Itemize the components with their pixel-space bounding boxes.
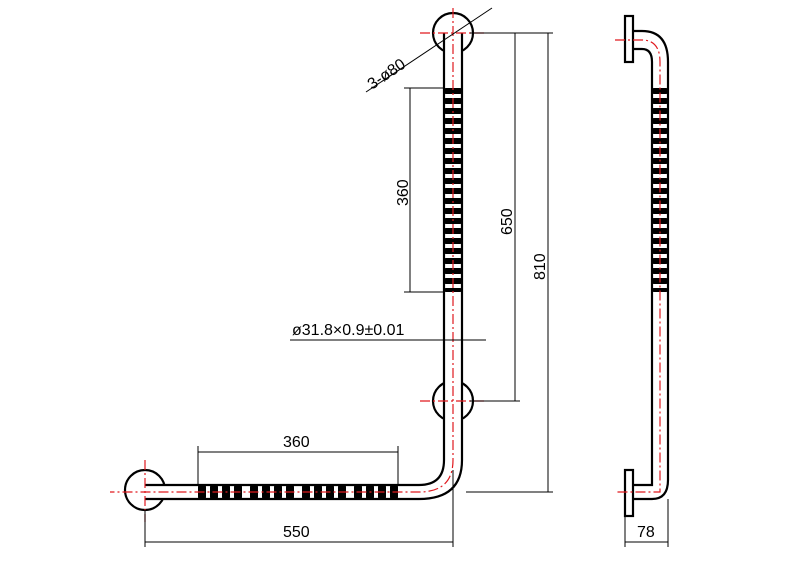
flange-diameter-dim: 3-ø80	[365, 7, 493, 94]
vertical-grip-dim: 360	[395, 87, 444, 293]
overall-width-label: 550	[283, 524, 310, 541]
side-tube-inner	[633, 47, 654, 487]
flange-diameter-label: 3-ø80	[365, 56, 409, 94]
side-bottom-wall-plate	[623, 468, 635, 518]
vertical-grip-label: 360	[395, 179, 412, 206]
side-top-wall-plate	[623, 14, 635, 64]
tube-inner-edge	[145, 33, 446, 487]
flange-spacing-dim: 650	[470, 32, 520, 402]
front-view: 3-ø80 360 650 810 ø31.8×0.9±0.01	[110, 7, 553, 547]
tube-fill	[145, 33, 462, 499]
tube-outer-edge	[145, 33, 464, 501]
overall-width-dim: 550	[144, 470, 454, 547]
horizontal-grip-dim: 360	[197, 434, 399, 485]
overall-height-dim: 810	[466, 32, 553, 493]
horizontal-grip-label: 360	[283, 434, 310, 451]
flange-spacing-label: 650	[499, 208, 516, 235]
side-depth-dim: 78	[624, 499, 669, 547]
overall-height-label: 810	[532, 253, 549, 280]
side-depth-label: 78	[637, 524, 655, 541]
side-centerlines	[615, 39, 661, 493]
tube-spec-dim: ø31.8×0.9±0.01	[290, 322, 486, 341]
side-view: 78	[615, 14, 670, 547]
tube-spec-label: ø31.8×0.9±0.01	[292, 322, 405, 339]
